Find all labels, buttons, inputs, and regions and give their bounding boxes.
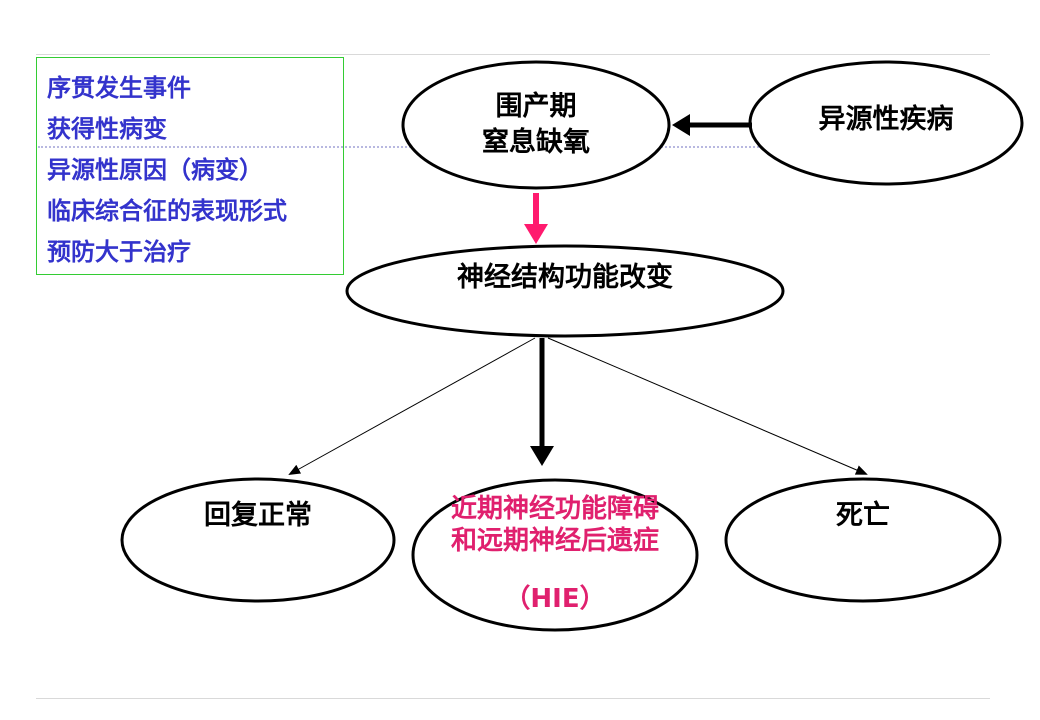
note-item: 预防大于治疗 bbox=[47, 238, 191, 266]
note-item: 临床综合征的表现形式 bbox=[47, 197, 287, 225]
arrowhead-perinatal-to-neural bbox=[524, 224, 548, 244]
heterogenous-ellipse bbox=[748, 60, 1024, 186]
bottom-rule bbox=[36, 698, 990, 699]
notes-box: 序贯发生事件 获得性病变 异源性原因（病变） 临床综合征的表现形式 预防大于治疗 bbox=[36, 57, 344, 275]
top-rule bbox=[36, 54, 990, 55]
neural-change-ellipse bbox=[345, 244, 785, 338]
death-ellipse bbox=[724, 477, 1002, 603]
note-item: 异源性原因（病变） bbox=[47, 156, 263, 184]
perinatal-ellipse bbox=[401, 60, 671, 190]
recovery-ellipse bbox=[120, 477, 396, 603]
arrow-neural-to-recovery bbox=[288, 337, 536, 475]
arrowhead-heterogenous-to-perinatal bbox=[672, 114, 690, 136]
arrow-neural-to-death bbox=[547, 337, 868, 475]
note-item: 序贯发生事件 bbox=[47, 74, 191, 102]
note-item: 获得性病变 bbox=[47, 115, 167, 143]
arrowhead-neural-to-hie bbox=[530, 446, 554, 466]
hie-ellipse bbox=[411, 478, 699, 632]
